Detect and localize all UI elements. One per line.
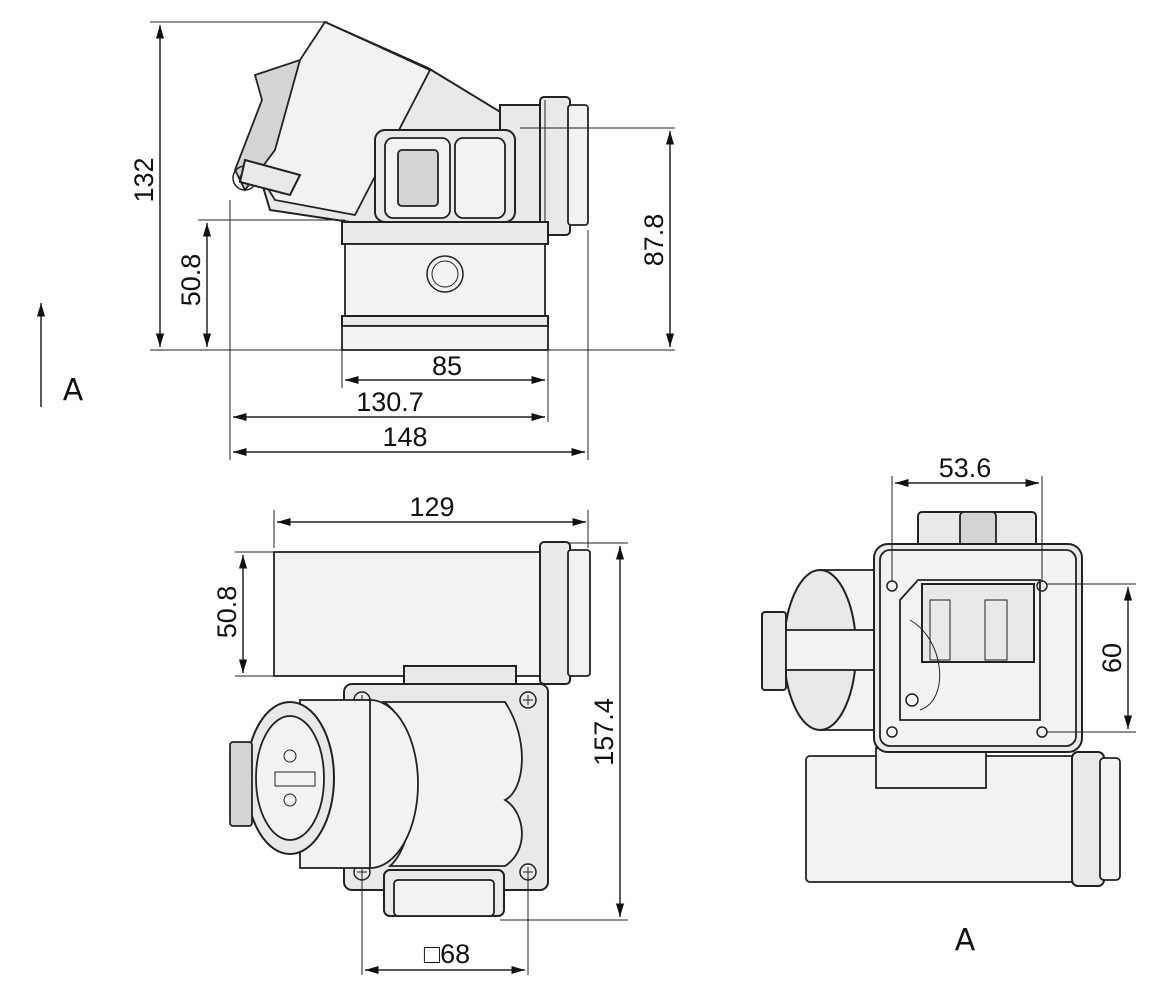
dim-157-4: 157.4 (589, 698, 619, 766)
mount-plate (873, 543, 1083, 753)
dim-85: 85 (432, 351, 462, 381)
dim-132: 132 (129, 157, 159, 202)
dim-87-8: 87.8 (639, 214, 669, 267)
socket-head-front (229, 699, 523, 869)
side-socket (761, 511, 1037, 731)
dim-148: 148 (382, 422, 427, 452)
dim-50-8-top: 50.8 (176, 254, 206, 307)
dim-129: 129 (409, 492, 454, 522)
base-box-top (341, 221, 549, 351)
cable-gland-top (499, 96, 589, 236)
side-cylinder (805, 747, 1121, 887)
dim-130-7: 130.7 (356, 387, 424, 417)
front-view: 129 50.8 157.4 □68 (212, 492, 628, 975)
view-arrow-label: A (63, 373, 84, 408)
dim-53-6: 53.6 (939, 453, 992, 483)
side-view-label: A (955, 923, 976, 958)
dim-68: □68 (424, 939, 470, 969)
flip-lid (374, 129, 516, 223)
cylinder-housing (273, 541, 591, 685)
dim-50-8-front: 50.8 (212, 586, 242, 639)
dim-60: 60 (1097, 643, 1127, 673)
top-view: 132 50.8 87.8 85 130.7 148 A (36, 20, 675, 460)
side-view-a: 53.6 60 A (761, 453, 1136, 958)
